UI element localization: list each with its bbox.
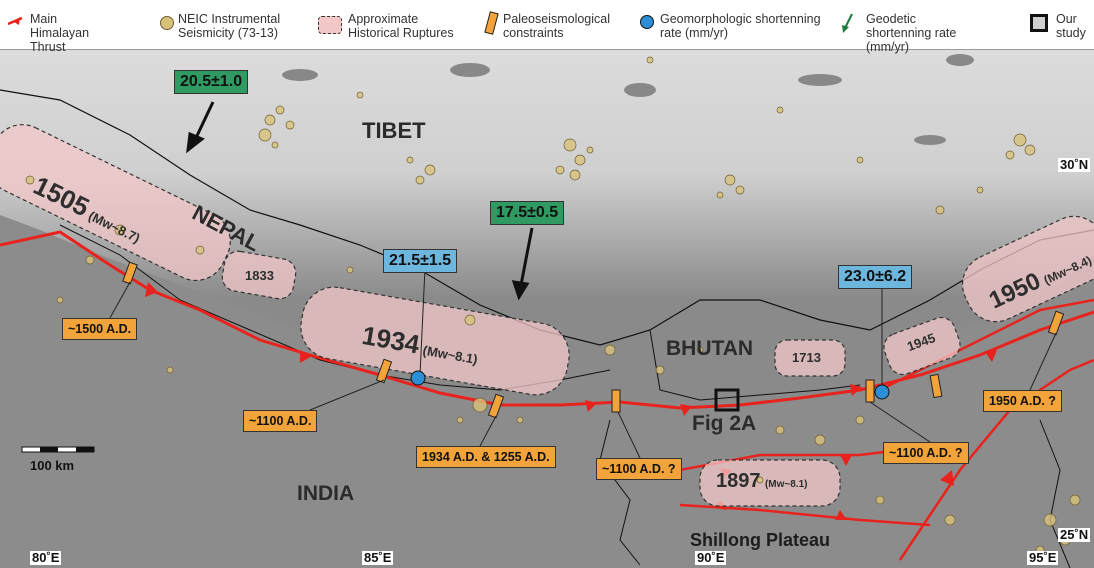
blue-dot-icon bbox=[640, 15, 654, 29]
scale-bar-label: 100 km bbox=[30, 458, 75, 473]
legend-label-study: Our study bbox=[1056, 12, 1086, 40]
legend-item-geomorph: Geomorphologic shortenning rate (mm/yr) bbox=[640, 12, 830, 40]
region-shillong: Shillong Plateau bbox=[690, 530, 831, 550]
geomorph-rate-1: 21.5±1.5 bbox=[383, 249, 458, 273]
legend-item-thrust: Main Himalayan Thrust bbox=[7, 12, 108, 54]
lon-tick-85: 85˚E bbox=[362, 550, 394, 565]
legend-item-ruptures: Approximate Historical Ruptures bbox=[318, 12, 468, 40]
legend-item-geodetic: Geodetic shortenning rate (mm/yr) bbox=[840, 12, 980, 54]
study-area-box-icon bbox=[1030, 14, 1048, 32]
legend-item-study: Our study bbox=[1030, 12, 1094, 40]
legend: Main Himalayan Thrust NEIC Instrumental … bbox=[0, 0, 1094, 54]
legend-label-paleo: Paleoseismological constraints bbox=[503, 12, 611, 40]
region-tibet: TIBET bbox=[362, 118, 426, 143]
lon-tick-90: 90˚E bbox=[695, 550, 727, 565]
lon-tick-95: 95˚E bbox=[1027, 550, 1059, 565]
study-area-label: Fig 2A bbox=[692, 412, 757, 435]
lon-tick-80: 80˚E bbox=[30, 550, 62, 565]
legend-item-seismicity: NEIC Instrumental Seismicity (73-13) bbox=[160, 12, 290, 40]
legend-label-thrust: Main Himalayan Thrust bbox=[30, 12, 90, 54]
lat-tick-30: 30˚N bbox=[1058, 157, 1091, 172]
paleo-date-4: ~1100 A.D. ? bbox=[596, 458, 682, 480]
paleo-bar-icon bbox=[484, 11, 499, 35]
geomorph-rate-2: 23.0±6.2 bbox=[838, 265, 913, 289]
legend-label-ruptures: Approximate Historical Ruptures bbox=[348, 12, 454, 40]
paleo-date-2: ~1100 A.D. bbox=[243, 410, 318, 432]
main-himalayan-thrust bbox=[0, 230, 1094, 410]
rupture-1713: 1713 bbox=[792, 350, 821, 365]
paleo-date-1: ~1500 A.D. bbox=[62, 318, 138, 340]
legend-label-seismicity: NEIC Instrumental Seismicity (73-13) bbox=[178, 12, 281, 40]
seismicity-circle-icon bbox=[160, 16, 174, 30]
scale-bar bbox=[21, 446, 95, 453]
thrust-fault-icon bbox=[7, 14, 24, 26]
rupture-box-icon bbox=[318, 16, 342, 34]
rupture-1897: 1897 (Mw~8.1) bbox=[716, 470, 808, 492]
legend-item-paleo: Paleoseismological constraints bbox=[484, 11, 635, 40]
paleo-date-5: ~1100 A.D. ? bbox=[883, 442, 969, 464]
geodetic-rate-2: 17.5±0.5 bbox=[490, 201, 565, 225]
paleo-date-3: 1934 A.D. & 1255 A.D. bbox=[416, 446, 556, 468]
legend-label-geomorph: Geomorphologic shortenning rate (mm/yr) bbox=[660, 12, 821, 40]
rupture-1833: 1833 bbox=[245, 268, 274, 283]
green-arrow-icon bbox=[840, 12, 856, 34]
region-bhutan: BHUTAN bbox=[666, 337, 754, 360]
lat-tick-25: 25˚N bbox=[1058, 527, 1091, 542]
geodetic-rate-1: 20.5±1.0 bbox=[174, 70, 249, 94]
region-india: INDIA bbox=[297, 482, 355, 505]
tibet-relief bbox=[0, 50, 1094, 405]
legend-label-geodetic: Geodetic shortenning rate (mm/yr) bbox=[866, 12, 957, 54]
study-area-box bbox=[714, 388, 740, 412]
paleo-date-6: 1950 A.D. ? bbox=[983, 390, 1062, 412]
